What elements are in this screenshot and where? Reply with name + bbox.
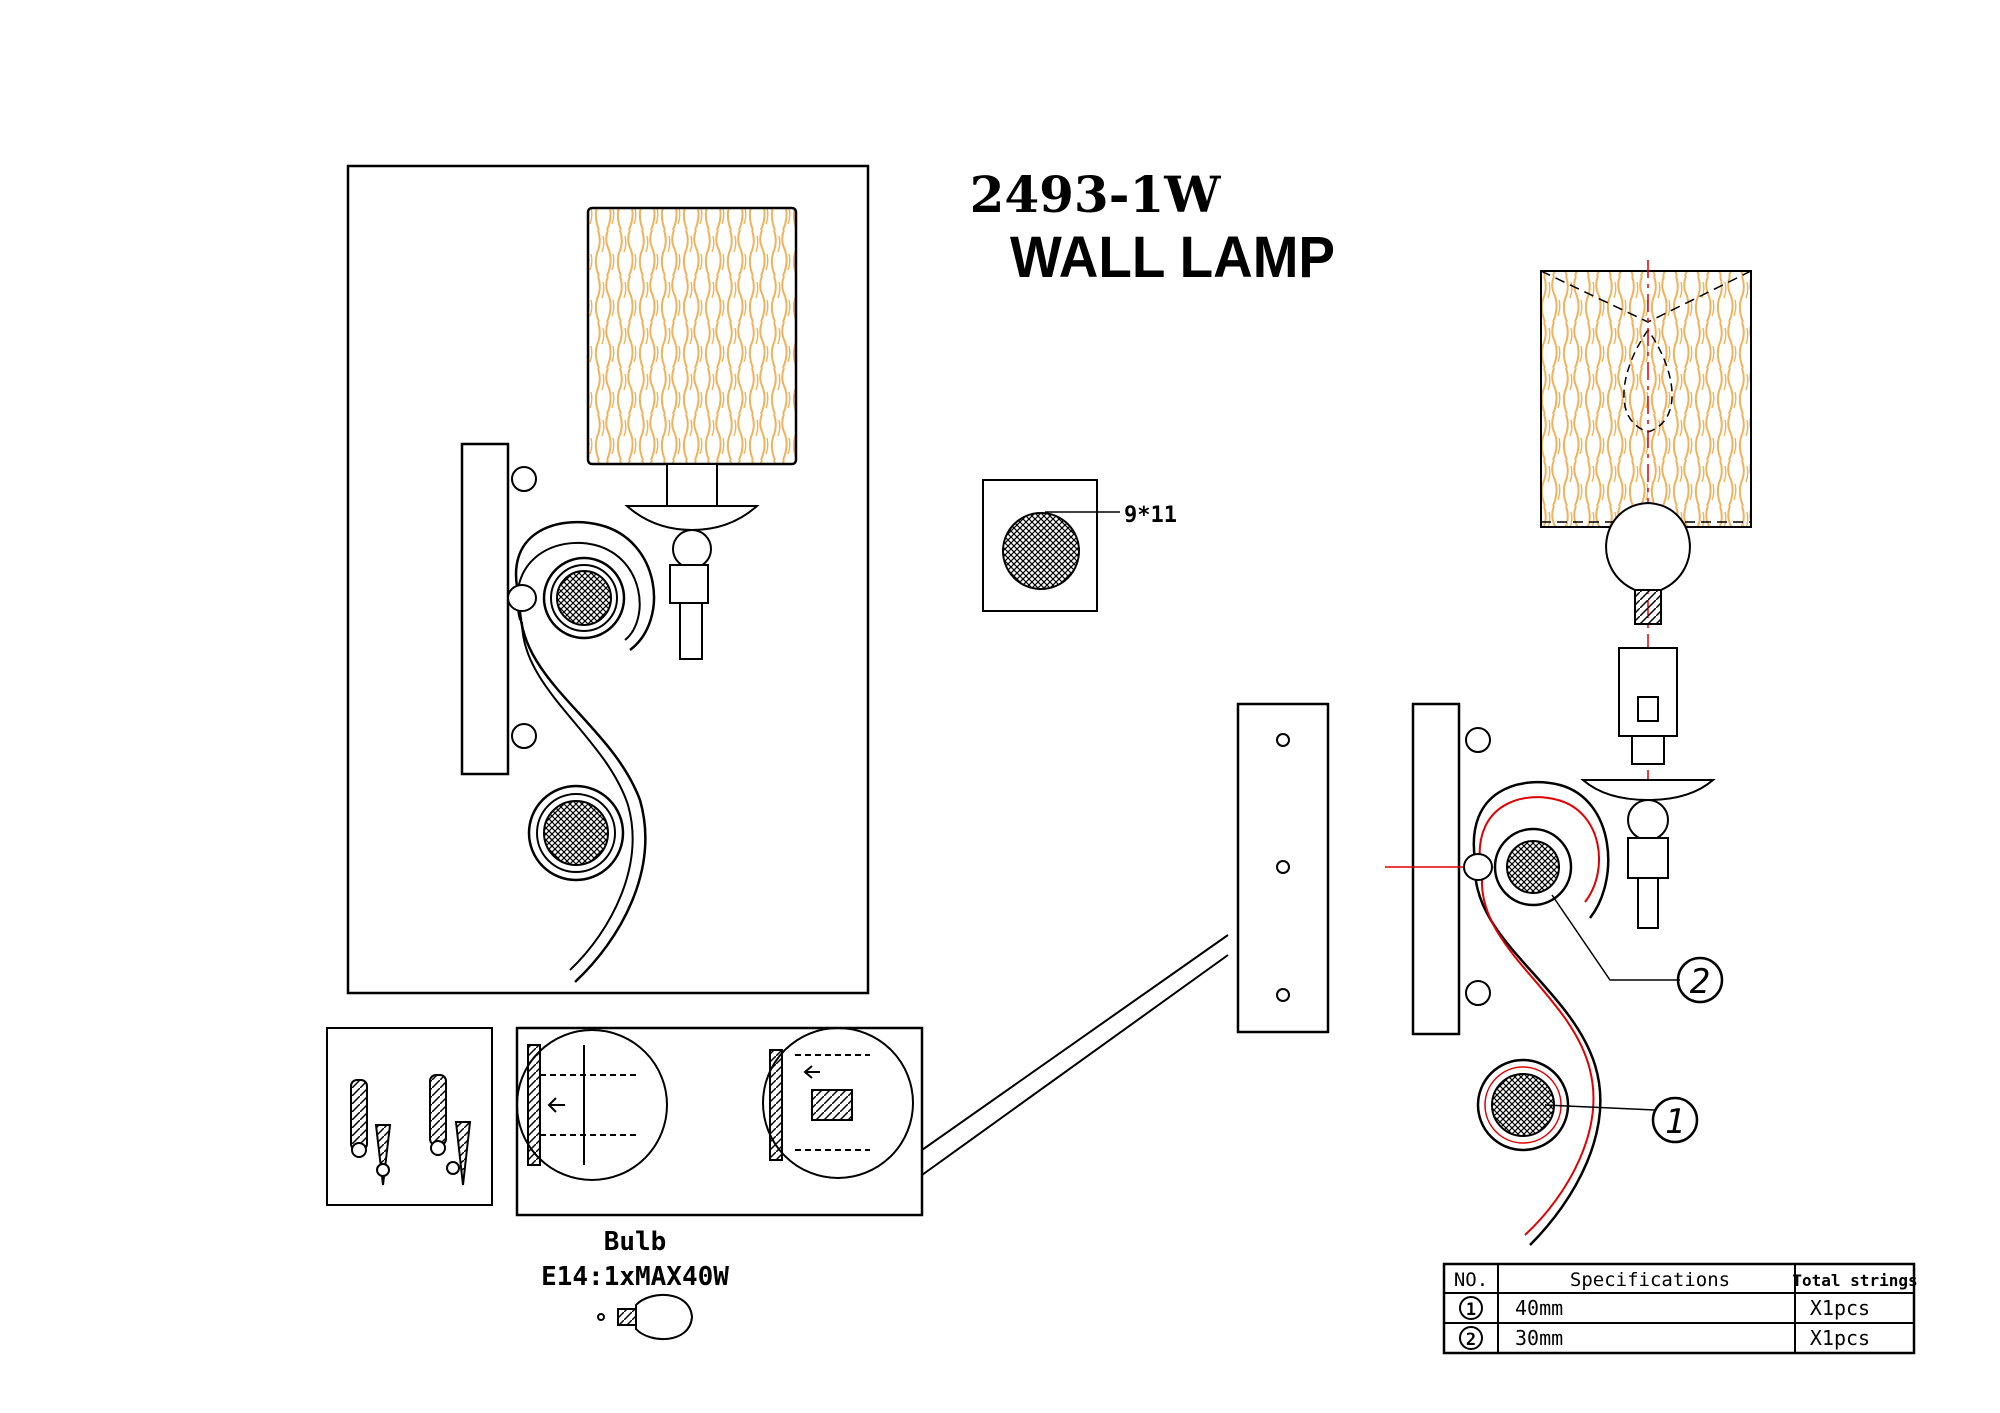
callout-2-number: 2	[1690, 962, 1710, 1002]
callout-1-circle	[1651, 1096, 1699, 1144]
detail-leader-bottom	[921, 954, 1229, 1176]
callout-1-number: 1	[1665, 1102, 1685, 1142]
medallion-upper-mesh	[556, 570, 612, 626]
hole-detail	[982, 479, 1120, 612]
exploded-socket-inner	[1637, 696, 1659, 722]
bobeche	[624, 505, 760, 532]
arm-joint	[507, 584, 537, 612]
exploded-screw-bottom	[1465, 980, 1491, 1006]
row-2-number-circle	[1459, 1326, 1483, 1350]
wire-block	[811, 1089, 853, 1121]
scroll-arm-inner	[516, 541, 641, 641]
exploded-bulb-base	[1634, 589, 1662, 625]
table-header-spec: Specifications	[1570, 1269, 1730, 1291]
medallion-upper-ring2	[550, 564, 618, 632]
detail-leader-top	[921, 934, 1229, 1151]
wall-anchor-right	[429, 1074, 447, 1156]
hole-detail-frame	[982, 479, 1098, 612]
bulb-icon	[597, 1293, 694, 1341]
row-2-number: 2	[1466, 1330, 1476, 1350]
plate-screw-top	[511, 466, 537, 492]
exploded-back-plate	[1411, 702, 1461, 1036]
hole-mesh-circle	[1002, 512, 1080, 590]
mounting-detail-frame	[515, 1026, 924, 1217]
row-1-spec: 40mm	[1515, 1296, 1563, 1320]
medallion-lower-mesh	[543, 800, 609, 866]
exploded-socket	[1618, 647, 1678, 737]
exploded-medallion-upper-mesh	[1506, 840, 1560, 894]
exploded-arm-tail	[1473, 861, 1602, 1246]
arrow-step-2	[803, 1065, 820, 1079]
exploded-socket-collar	[1631, 735, 1665, 765]
exploded-arm-tail-red	[1480, 879, 1595, 1236]
bulb-label: Bulb	[604, 1227, 667, 1257]
scroll-arm-tail-inner	[521, 621, 634, 971]
mounting-detail	[515, 1026, 924, 1217]
scroll-arm-outer	[514, 521, 656, 651]
callout-2-leader	[1551, 894, 1680, 981]
callout-2-circle	[1676, 956, 1724, 1004]
table-header-total: Total strings	[1792, 1271, 1917, 1290]
row-2-total: X1pcs	[1810, 1326, 1870, 1350]
arrow-step-1	[547, 1097, 565, 1113]
mount-hole-3	[1276, 988, 1290, 1002]
mounting-step-1	[516, 1029, 668, 1181]
exploded-view	[921, 260, 1752, 1246]
socket-arm	[679, 602, 703, 660]
medallion-lower-ring2	[536, 793, 616, 873]
mounting-step-2	[762, 1027, 914, 1179]
exploded-cup	[1627, 837, 1669, 879]
row-2-spec: 30mm	[1515, 1326, 1563, 1350]
exploded-joint	[1463, 853, 1493, 881]
exploded-screw-top	[1465, 727, 1491, 753]
wall-section-1	[527, 1044, 541, 1166]
exploded-bobeche	[1580, 779, 1716, 802]
wall-section-2	[769, 1049, 783, 1161]
front-view	[346, 164, 870, 995]
spec-table-frame	[1442, 1262, 1916, 1355]
exploded-ball	[1627, 799, 1669, 841]
screw-left	[374, 1124, 392, 1186]
mount-plate	[1236, 702, 1330, 1034]
mount-hole-2	[1276, 860, 1290, 874]
socket-cup	[669, 564, 709, 604]
wall-anchor-left	[350, 1079, 368, 1158]
table-header-no: NO.	[1454, 1269, 1488, 1291]
model-number: 2493-1W	[970, 165, 1222, 224]
hardware-frame	[326, 1027, 493, 1206]
row-1-number: 1	[1466, 1300, 1476, 1320]
spec-table	[1442, 1262, 1916, 1355]
back-plate	[460, 442, 510, 776]
front-view-frame	[346, 164, 870, 995]
plate-screw-bottom	[511, 723, 537, 749]
row-1-total: X1pcs	[1810, 1296, 1870, 1320]
spec-table-text: NO. Specifications Total strings 1 40mm …	[1454, 1269, 1918, 1350]
exploded-arm	[1637, 877, 1659, 929]
ball-knob	[672, 529, 712, 569]
exploded-medallion-lower-mesh	[1491, 1073, 1555, 1137]
mount-hole-1	[1276, 733, 1290, 747]
exploded-bulb-glass	[1605, 501, 1691, 591]
exploded-arm-red	[1478, 796, 1601, 903]
exploded-arm-outer	[1472, 781, 1610, 919]
hardware-box	[326, 1027, 493, 1206]
screw-right	[446, 1121, 472, 1186]
hole-spec-label: 9*11	[1124, 503, 1177, 528]
product-name: WALL LAMP	[1010, 225, 1335, 290]
row-1-number-circle	[1459, 1296, 1483, 1320]
socket-neck	[666, 463, 718, 507]
callout-1-leader	[1544, 1104, 1656, 1111]
bulb-spec: E14:1xMAX40W	[541, 1262, 729, 1292]
scroll-arm-tail-outer	[518, 599, 647, 983]
exploded-shade	[1540, 270, 1752, 528]
lamp-shade	[586, 206, 798, 466]
